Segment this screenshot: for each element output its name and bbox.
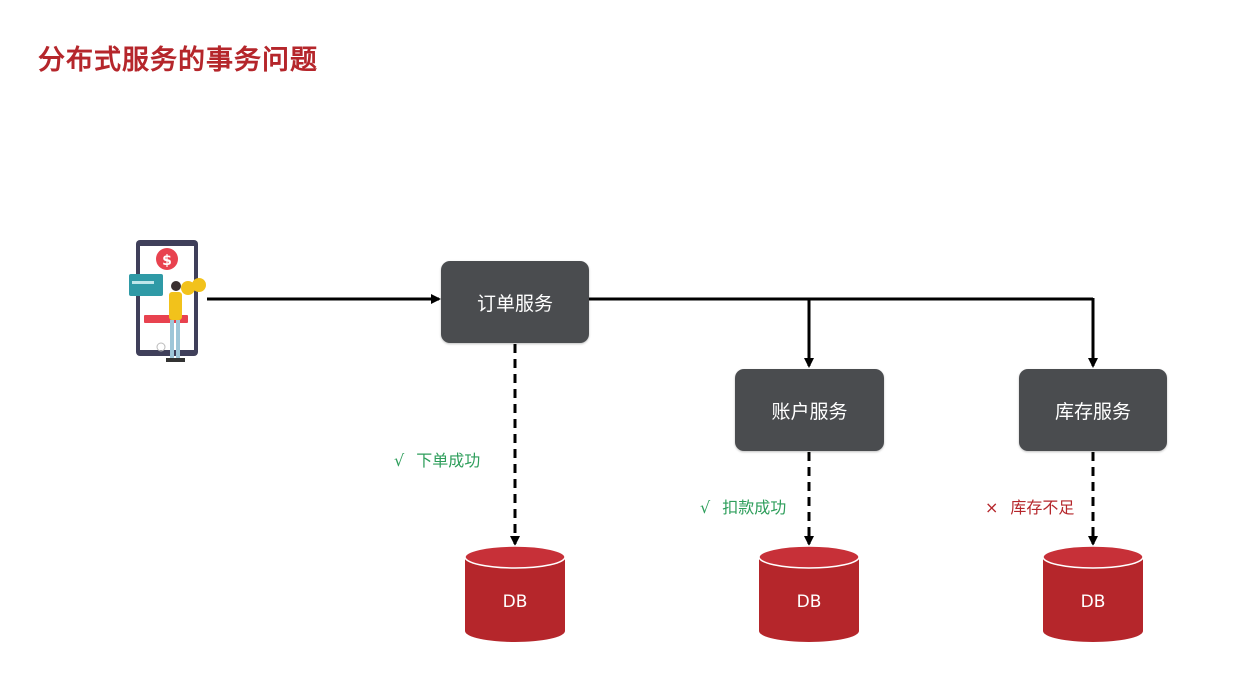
account-status: √ 扣款成功 — [700, 494, 786, 518]
account-service-box: 账户服务 — [735, 369, 884, 451]
order-db-label: DB — [502, 592, 528, 612]
order-db-cylinder — [464, 545, 566, 642]
check-icon: √ — [394, 451, 405, 470]
order-service-box: 订单服务 — [441, 261, 589, 343]
account-db-cylinder — [758, 545, 860, 642]
check-icon: √ — [700, 498, 711, 517]
order-status-text: 下单成功 — [416, 451, 481, 470]
cross-icon: × — [985, 498, 999, 517]
page-title: 分布式服务的事务问题 — [38, 45, 318, 76]
inventory-db-cylinder — [1042, 545, 1144, 642]
order-status: √ 下单成功 — [394, 447, 480, 471]
account-status-text: 扣款成功 — [722, 498, 787, 517]
account-service-label: 账户服务 — [771, 400, 848, 423]
inventory-service-box: 库存服务 — [1019, 369, 1167, 451]
inventory-status-text: 库存不足 — [1010, 498, 1075, 517]
inventory-db-label: DB — [1080, 592, 1106, 612]
client-phone-icon: $ — [129, 240, 206, 362]
account-db-label: DB — [796, 592, 822, 612]
inventory-service-label: 库存服务 — [1054, 400, 1131, 423]
inventory-status: × 库存不足 — [985, 494, 1074, 518]
order-service-label: 订单服务 — [476, 292, 553, 315]
svg-text:$: $ — [162, 253, 172, 269]
